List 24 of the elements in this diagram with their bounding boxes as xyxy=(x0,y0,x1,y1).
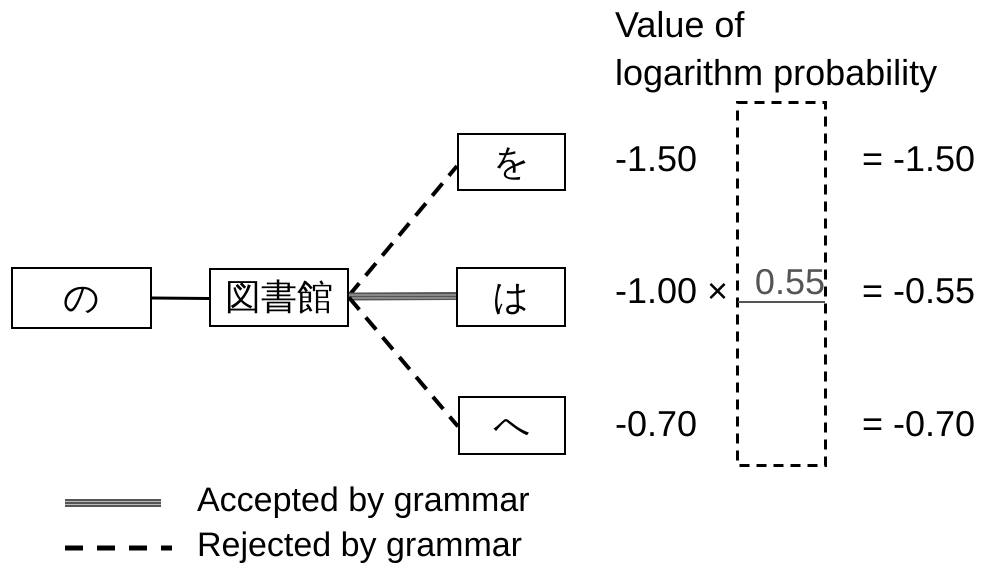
legend-text: Accepted by grammar xyxy=(197,480,530,521)
word-box xyxy=(458,396,566,455)
result-text: = -1.50 xyxy=(862,137,976,180)
result-text: = -0.55 xyxy=(862,269,976,312)
word-box xyxy=(11,267,152,329)
word-text: 図書館 xyxy=(225,275,333,319)
word-text: の xyxy=(63,276,100,320)
legend-text: Rejected by grammar xyxy=(197,525,522,566)
value-text: -1.00 × xyxy=(615,269,728,312)
word-text: を xyxy=(493,140,530,184)
axis-heading: Value of logarithm probability xyxy=(615,3,938,95)
dashed-box xyxy=(736,101,827,467)
connector xyxy=(152,296,210,300)
triple-line-connector xyxy=(348,292,456,300)
weight-value: 0.55 xyxy=(738,263,825,303)
word-box xyxy=(209,268,349,327)
word-box xyxy=(457,133,566,191)
word-box xyxy=(456,267,566,327)
word-text: へ xyxy=(494,403,530,447)
word-text: は xyxy=(492,274,530,318)
value-text: -1.50 xyxy=(615,137,698,180)
value-text: -0.70 xyxy=(615,402,698,446)
dashed-connector xyxy=(347,296,460,428)
result-text: = -0.70 xyxy=(862,402,976,446)
